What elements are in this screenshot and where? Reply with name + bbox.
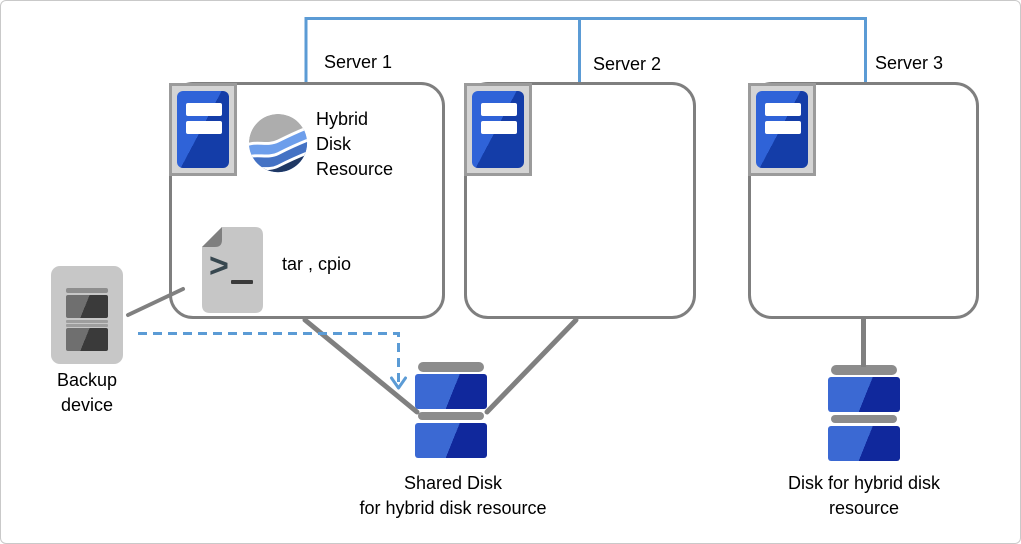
hybrid-disk-label-line: resource	[828, 498, 900, 518]
server-icon	[464, 83, 532, 176]
hybrid-disk-label-line: Disk for hybrid disk	[787, 473, 941, 493]
server2-to-shared-disk-line	[484, 317, 579, 415]
hybrid-label-line: Resource	[316, 159, 394, 179]
svg-text:>: >	[209, 247, 229, 285]
backup-device-slot	[66, 320, 108, 323]
server-icon-slot	[186, 121, 222, 134]
server2-label: Server 2	[593, 54, 662, 74]
shell-script-file-icon: >	[202, 227, 263, 313]
server3-label: Server 3	[875, 53, 944, 73]
hybrid-disk-icon	[828, 365, 900, 461]
disk-platter	[415, 423, 487, 458]
hybrid-disk-label: Disk for hybrid disk resource	[734, 471, 994, 521]
server1-to-shared-disk-line	[302, 317, 420, 415]
disk-cap	[418, 362, 484, 372]
backup-device-cartridge	[66, 295, 108, 318]
backup-device-cartridge	[66, 328, 108, 351]
disk-platter	[828, 377, 900, 412]
hybrid-disk-resource-label: Hybrid Disk Resource	[316, 107, 393, 182]
tar-cpio-label: tar , cpio	[282, 254, 352, 274]
hybrid-disk-wave-icon	[247, 112, 309, 174]
shared-disk-label-line: for hybrid disk resource	[359, 498, 547, 518]
hybrid-label-line: Disk	[316, 134, 351, 154]
server1-label: Server 1	[324, 52, 393, 72]
backup-label-line: device	[60, 395, 114, 415]
server-icon-body	[756, 91, 808, 168]
disk-platter	[415, 374, 487, 409]
backup-label-line: Backup	[56, 370, 118, 390]
server-icon-slot	[186, 103, 222, 116]
dashed-arrowhead-icon	[390, 376, 407, 390]
server-icon	[748, 83, 816, 176]
disk-platter	[828, 426, 900, 461]
server-icon	[169, 83, 237, 176]
backup-to-shared-disk-dashed-arrow	[138, 332, 400, 382]
disk-cap	[418, 412, 484, 420]
server-icon-slot	[481, 103, 517, 116]
backup-device-slot	[66, 288, 108, 293]
shared-disk-icon	[415, 362, 487, 458]
backup-device-label: Backup device	[27, 368, 147, 418]
hybrid-label-line: Hybrid	[316, 109, 369, 129]
backup-device-slot	[66, 324, 108, 327]
server-icon-body	[472, 91, 524, 168]
backup-tape-device-icon	[51, 266, 123, 364]
disk-cap	[831, 415, 897, 423]
server-icon-slot	[481, 121, 517, 134]
server-icon-slot	[765, 103, 801, 116]
server-icon-body	[177, 91, 229, 168]
disk-cap	[831, 365, 897, 375]
server-icon-slot	[765, 121, 801, 134]
shared-disk-label: Shared Disk for hybrid disk resource	[293, 471, 613, 521]
shared-disk-label-line: Shared Disk	[403, 473, 503, 493]
